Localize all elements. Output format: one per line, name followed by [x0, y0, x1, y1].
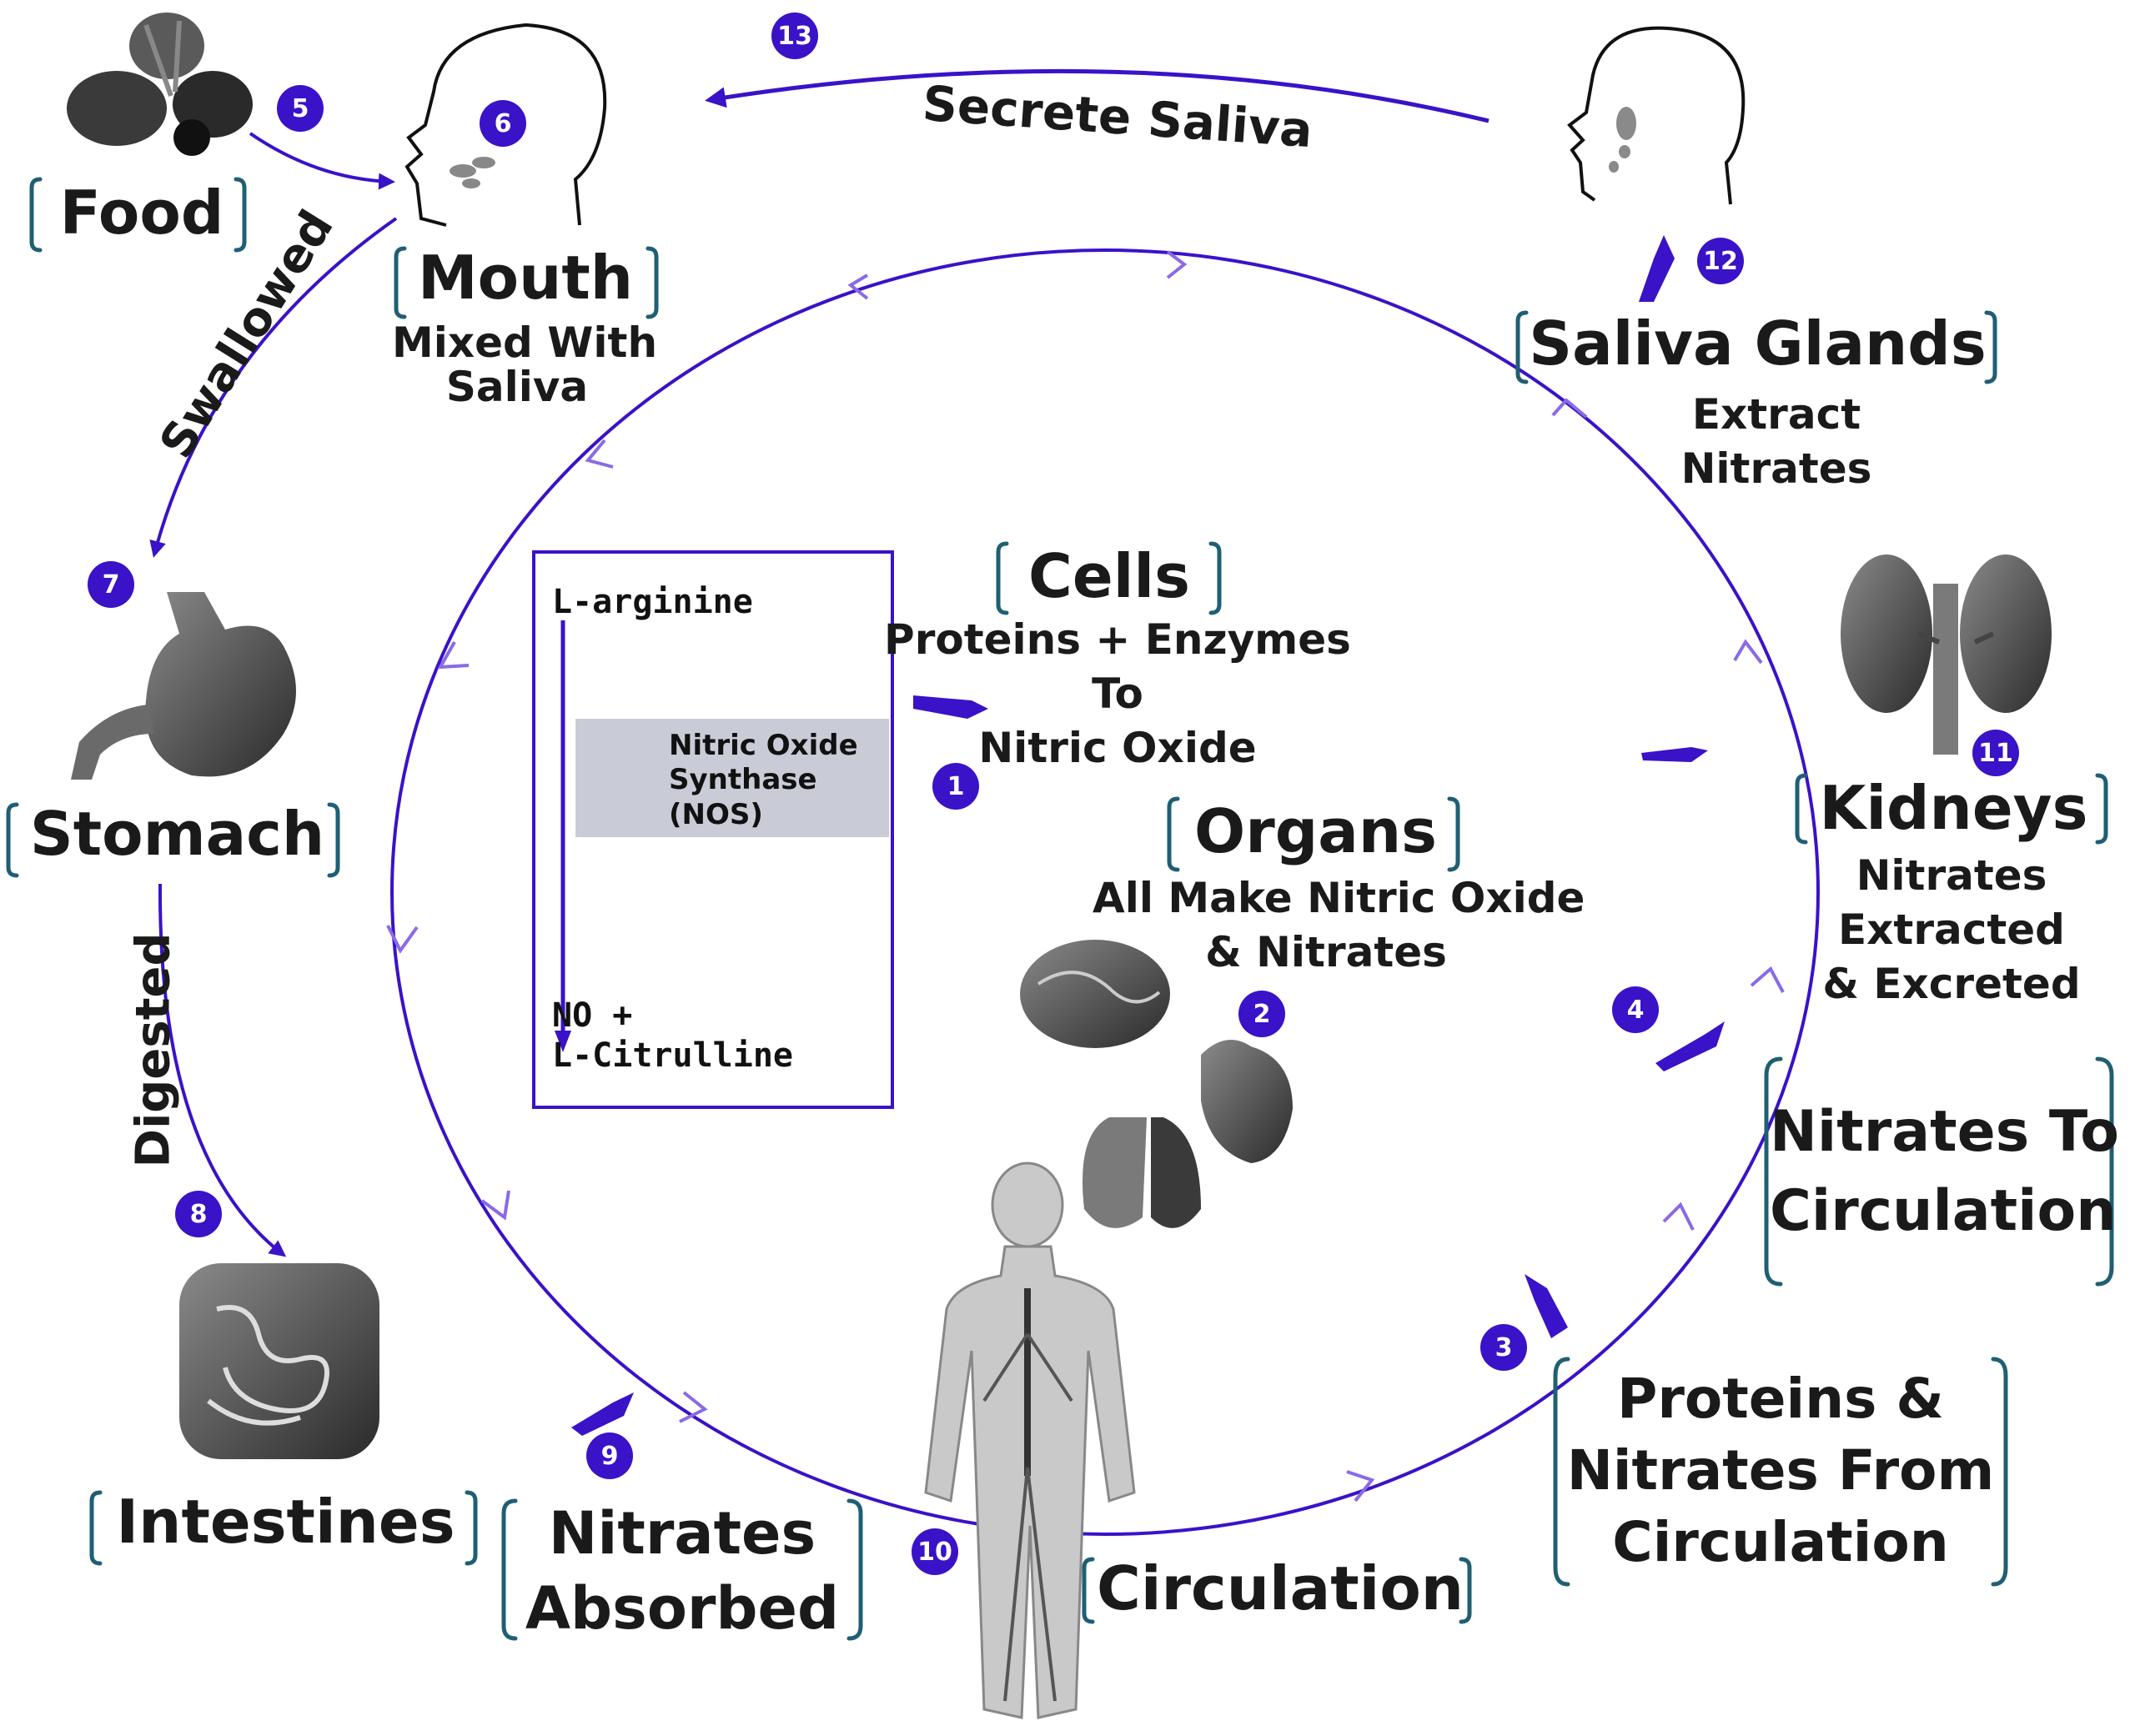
nitrates-to-circulation-line-2: Circulation — [1770, 1178, 2117, 1245]
nitrates-absorbed-line-1: Nitrates — [548, 1499, 816, 1568]
inset-enzyme-panel — [575, 719, 889, 837]
human-body-icon — [924, 1162, 1136, 1719]
saliva-glands-sublabel: Extract Nitrates — [1635, 388, 1918, 496]
step-badge-8: 8 — [175, 1191, 222, 1237]
cells-sublabel: Proteins + Enzymes To Nitric Oxide — [884, 613, 1351, 775]
step-badge-7: 7 — [88, 561, 134, 608]
proteins-nitrates-line-1: Proteins & — [1616, 1367, 1944, 1431]
food-label: Food — [59, 178, 224, 248]
intestines-label: Intestines — [116, 1487, 455, 1557]
intestines-icon — [179, 1263, 379, 1459]
cells-label: Cells — [1028, 541, 1190, 611]
step-badge-11: 11 — [1972, 730, 2019, 776]
step-badge-1: 1 — [932, 763, 979, 810]
digested-label: Digested — [126, 932, 181, 1168]
organs-sub-line-2: & Nitrates — [1205, 928, 1447, 976]
saliva-glands-sub-line-1: Extract — [1691, 390, 1861, 439]
nitrates-to-circulation-label: Nitrates To Circulation — [1770, 1092, 2119, 1251]
nitrates-to-circulation-line-1: Nitrates To — [1770, 1099, 2119, 1165]
proteins-nitrates-label: Proteins & Nitrates From Circulation — [1560, 1363, 2002, 1578]
digested-arrow — [158, 883, 287, 1257]
step-badge-10: 10 — [912, 1528, 958, 1575]
kidneys-sub-line-3: & Excreted — [1822, 960, 2081, 1008]
kidneys-sublabel: Nitrates Extracted & Excreted — [1793, 849, 2110, 1011]
mouth-sublabel: Mixed With Saliva — [392, 319, 658, 411]
proteins-nitrates-line-2: Nitrates From — [1566, 1437, 1995, 1503]
cells-sub-line-3: Nitric Oxide — [978, 724, 1257, 772]
organs-sub-line-1: All Make Nitric Oxide — [1093, 874, 1585, 922]
nos-reaction-inset: L-arginine Nitric Oxide Synthase (NOS) N… — [532, 550, 894, 1109]
inset-enzyme-label: Nitric Oxide Synthase (NOS) — [669, 729, 858, 832]
stomach-icon — [71, 592, 296, 780]
saliva-gland-shapes — [1609, 107, 1636, 173]
kidneys-label: Kidneys — [1819, 773, 2088, 843]
circulation-label: Circulation — [1097, 1553, 1464, 1623]
nitrates-absorbed-label: Nitrates Absorbed — [510, 1497, 854, 1646]
mouth-sub-line-1: Mixed With — [392, 319, 658, 367]
step-badge-6: 6 — [480, 100, 526, 147]
enzyme-line-1: Nitric Oxide — [669, 729, 858, 762]
saliva-glands-label: Saliva Glands — [1529, 309, 1987, 379]
mouth-head-outline — [404, 23, 607, 227]
step-badge-3: 3 — [1480, 1324, 1527, 1371]
nitrates-absorbed-line-2: Absorbed — [525, 1573, 840, 1643]
step-badge-12: 12 — [1697, 238, 1744, 284]
kidneys-sub-line-1: Nitrates — [1856, 851, 2047, 900]
saliva-glands-sub-line-2: Nitrates — [1680, 444, 1872, 493]
inset-products: NO + L-Citrulline — [552, 996, 793, 1076]
proteins-nitrates-line-3: Circulation — [1612, 1509, 1949, 1574]
kidneys-icon — [1841, 554, 2052, 755]
organs-label: Organs — [1194, 796, 1437, 866]
inset-l-arginine: L-arginine — [552, 583, 753, 621]
organs-sublabel: All Make Nitric Oxide & Nitrates — [1093, 871, 1585, 980]
food-vegetables-icon — [67, 13, 253, 156]
step-badge-4: 4 — [1612, 986, 1659, 1033]
cells-sub-line-1: Proteins + Enzymes — [884, 615, 1351, 664]
enzyme-line-2: Synthase — [669, 763, 817, 797]
inset-no-label: NO + — [552, 996, 633, 1035]
secrete-saliva-arrow — [705, 68, 1489, 123]
food-to-mouth-arrow — [249, 132, 395, 190]
stomach-label: Stomach — [29, 799, 325, 869]
circle-direction-chevrons — [386, 250, 1785, 1503]
mouth-food-bits — [450, 157, 495, 188]
kidneys-sub-line-2: Extracted — [1838, 906, 2065, 954]
mouth-sub-line-2: Saliva — [445, 362, 589, 411]
inset-citrulline-label: L-Citrulline — [552, 1036, 793, 1075]
cycle-circle — [390, 248, 1820, 1536]
step-badge-13: 13 — [771, 13, 818, 59]
step-badge-2: 2 — [1238, 991, 1285, 1037]
organs-icon — [1020, 940, 1293, 1228]
label-brackets — [6, 177, 2114, 1641]
cells-sub-line-2: To — [1092, 670, 1143, 718]
mouth-label: Mouth — [417, 243, 634, 313]
enzyme-line-3: (NOS) — [669, 797, 763, 831]
saliva-head-outline — [1567, 26, 1746, 205]
inset-reaction-arrow — [555, 620, 571, 1052]
step-badge-5: 5 — [277, 85, 324, 132]
step-badge-9: 9 — [586, 1432, 633, 1479]
pointer-arrows — [571, 235, 1725, 1436]
swallowed-arrow — [149, 217, 398, 558]
